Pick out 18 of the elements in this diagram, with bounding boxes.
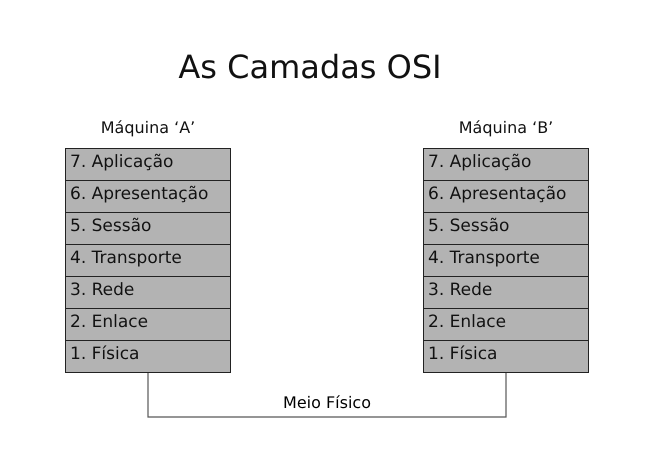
layer-box: 4. Transporte xyxy=(423,244,589,277)
layer-box: 3. Rede xyxy=(423,276,589,309)
layer-box: 1. Física xyxy=(65,340,231,373)
layer-box: 6. Apresentação xyxy=(423,180,589,213)
layer-box: 2. Enlace xyxy=(423,308,589,341)
layer-box: 5. Sessão xyxy=(65,212,231,245)
layer-box: 7. Aplicação xyxy=(423,148,589,181)
layer-box: 1. Física xyxy=(423,340,589,373)
layer-box: 7. Aplicação xyxy=(65,148,231,181)
layer-box: 6. Apresentação xyxy=(65,180,231,213)
title: As Camadas OSI xyxy=(177,48,443,86)
stack-heading: Máquina ‘B’ xyxy=(458,118,554,137)
stack-heading: Máquina ‘A’ xyxy=(100,118,196,137)
layer-box: 3. Rede xyxy=(65,276,231,309)
layer-box: 5. Sessão xyxy=(423,212,589,245)
layer-box: 4. Transporte xyxy=(65,244,231,277)
layer-box: 2. Enlace xyxy=(65,308,231,341)
connector-line xyxy=(147,373,507,418)
